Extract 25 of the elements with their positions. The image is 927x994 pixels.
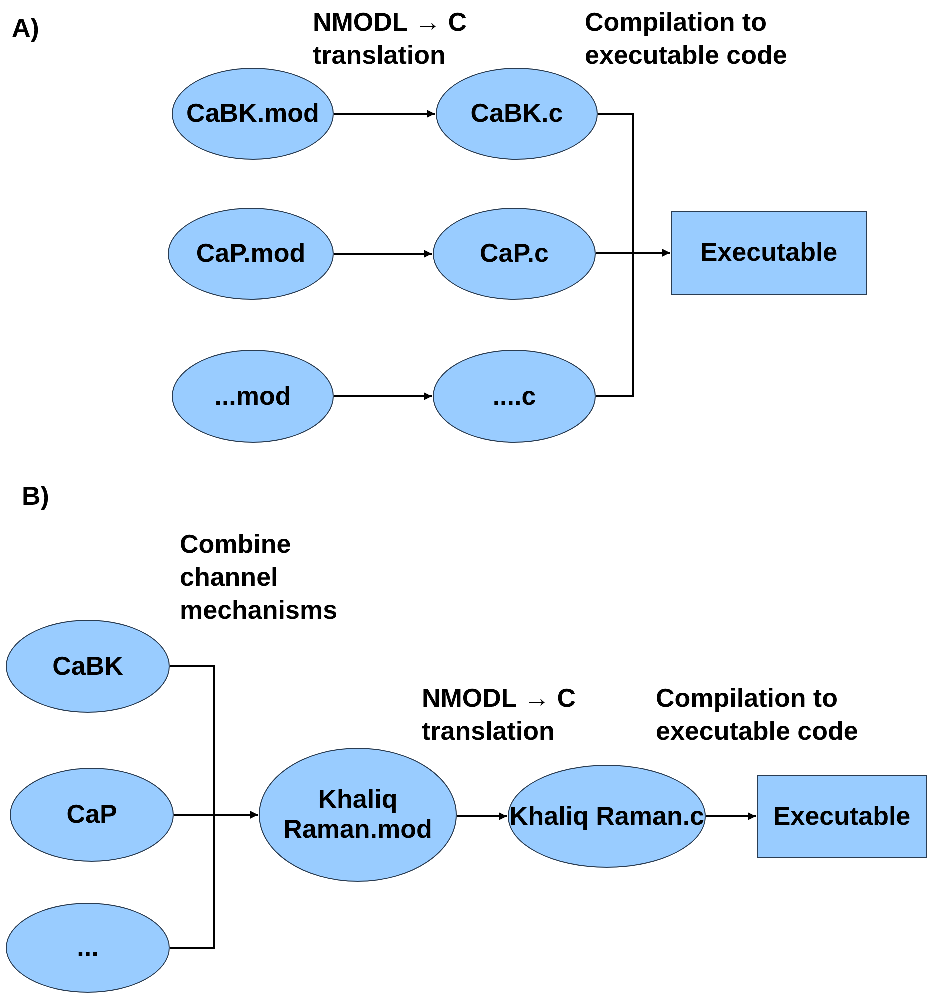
- process-box: Executable: [757, 775, 927, 858]
- connector-arrow: [334, 110, 435, 118]
- step-label: A): [12, 12, 40, 45]
- connector-arrow: [334, 250, 432, 258]
- step-label: B): [22, 480, 50, 513]
- file-ellipse: CaBK.mod: [172, 68, 334, 160]
- connector-arrow: [596, 249, 670, 398]
- step-label: Compilation to executable code: [656, 682, 860, 748]
- connector-arrow: [706, 812, 756, 820]
- file-ellipse: CaBK: [6, 620, 170, 713]
- process-box: Executable: [671, 211, 867, 295]
- file-ellipse: Khaliq Raman.mod: [259, 748, 457, 882]
- file-ellipse: CaP: [10, 768, 174, 862]
- file-ellipse: ...: [6, 903, 170, 993]
- connector-arrow: [457, 812, 507, 820]
- connector-arrow: [334, 392, 432, 400]
- file-ellipse: Khaliq Raman.c: [508, 765, 706, 868]
- file-ellipse: ...mod: [172, 350, 334, 443]
- file-ellipse: CaBK.c: [436, 68, 598, 160]
- file-ellipse: CaP.mod: [168, 208, 334, 300]
- file-ellipse: ....c: [433, 350, 596, 443]
- file-ellipse: CaP.c: [433, 208, 596, 300]
- step-label: Combine channel mechanisms: [180, 528, 339, 628]
- step-label: NMODL → C translation: [422, 682, 578, 748]
- connector-arrow: [170, 811, 258, 949]
